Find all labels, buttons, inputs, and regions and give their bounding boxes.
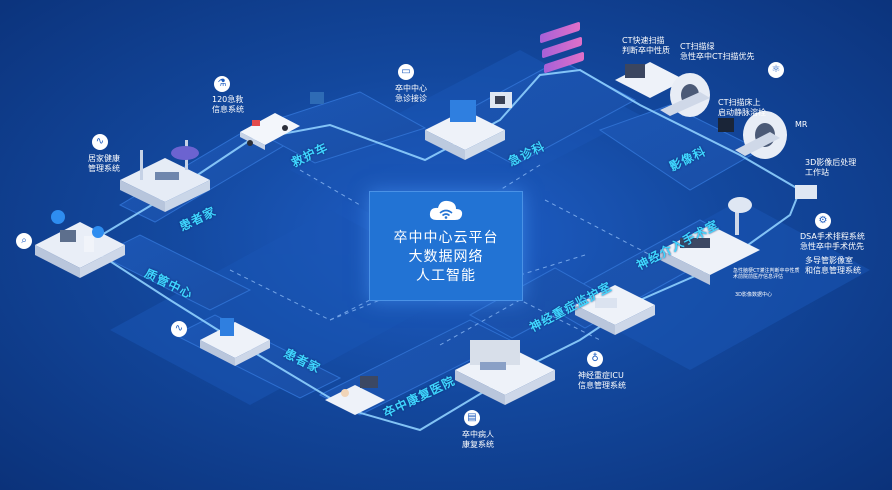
pulse-icon: ∿ [92,134,108,150]
gear-icon: ⚙ [815,213,831,229]
label-mr: MR [795,120,808,129]
label-ct-scan: CT扫描绿 急性卒中CT扫描优先 [680,42,755,61]
atom-icon: ⚛ [768,62,784,78]
station-patient-home-lower [325,376,385,415]
station-neuro-surgery [660,197,760,285]
label-triage: 卒中中心 急诊接诊 [395,84,427,103]
label-3d-workstation: 3D影像后处理 工作站 [805,158,857,177]
label-infarct: 急性脑梗CT灌注判断卒中性质 术前院前医疗信息评估 [733,268,800,280]
label-ct-fast: CT快速扫描 判断卒中性质 [622,36,670,55]
document-icon: ▤ [464,410,480,426]
label-ct-thrombolysis: CT扫描床上 启动静脉溶栓 [718,98,766,117]
monitor-icon: ▭ [398,64,414,80]
iv-drip-icon: ♁ [587,351,603,367]
station-neuro-icu [575,285,655,335]
pulse-icon: ∿ [171,321,187,337]
platform-subtitle-ai: 人工智能 [416,268,476,284]
station-mgmt-center [200,318,270,366]
search-icon: ⌕ [16,233,32,249]
label-3d-data-center: 3D影像数据中心 [735,292,773,298]
station-imaging [615,62,817,199]
station-home-room [120,140,210,212]
station-ambulance [240,92,324,150]
label-rehab-system: 卒中病人 康复系统 [462,430,494,449]
platform-subtitle-network: 大数据网络 [408,249,484,265]
label-multi-mgmt: 多导管影像室 和信息管理系统 [805,256,861,275]
station-patient-home [35,210,125,278]
label-neuro-icu-system: 神经重症ICU 信息管理系统 [578,371,626,390]
label-dsa: DSA手术排程系统 急性卒中手术优先 [800,232,865,251]
label-home-health: 居家健康 管理系统 [88,154,120,173]
station-emergency [425,92,512,160]
cloud-wifi-icon [429,200,463,220]
label-ems: 120急救 信息系统 [212,95,244,114]
platform-title: 卒中中心云平台 [393,230,499,246]
flask-icon: ⚗ [214,76,230,92]
cloud-platform-card: 卒中中心云平台 大数据网络 人工智能 [369,191,523,301]
station-rehab [455,340,555,405]
